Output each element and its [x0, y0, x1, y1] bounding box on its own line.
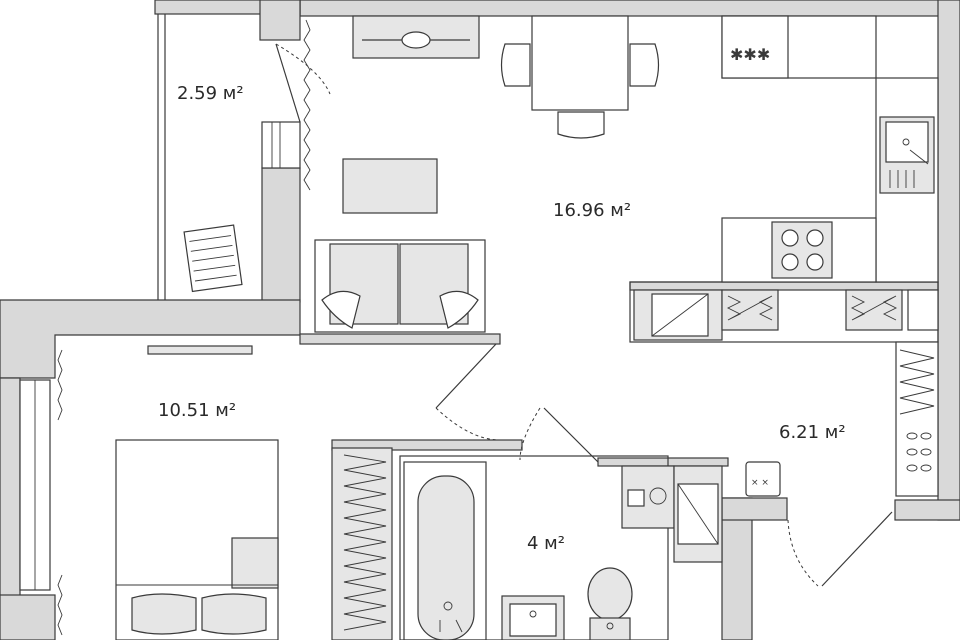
electrical-panel [745, 461, 781, 497]
bath-door-leaf [543, 407, 599, 463]
curtain-bedroom [57, 349, 63, 421]
area-label-bathroom: 4 м² [527, 533, 565, 554]
lounge-chair [183, 224, 243, 293]
sofa [314, 239, 486, 333]
bath-walls-inner [399, 455, 669, 640]
sink [879, 116, 935, 194]
dining-table [531, 15, 629, 111]
hall-shoe-rack [895, 341, 939, 497]
wall-corridor-right [721, 497, 788, 521]
balcony-door-frame [261, 121, 301, 169]
wall-left-block [0, 299, 301, 379]
bathtub [417, 475, 475, 640]
balcony: 2.59 м² [177, 19, 331, 293]
rug [342, 158, 438, 214]
curtain-bedroom-low [57, 574, 63, 636]
area-label-living-kitchen: 16.96 м² [553, 200, 631, 221]
area-label-balcony: 2.59 м² [177, 83, 244, 104]
bathroom: 4 м² [331, 407, 723, 640]
bath-walls-outer [403, 461, 487, 640]
bedroom-door-leaf [435, 343, 497, 409]
boiler-cabinet [673, 465, 723, 563]
hallway: × × 6.21 м² [745, 341, 939, 587]
bedroom-tv [147, 345, 253, 355]
washing-machine [621, 465, 675, 529]
shoes-icon [906, 432, 932, 472]
wall-bath-top [331, 439, 523, 451]
wall-living-bedroom [299, 333, 501, 345]
wall-right-lower [894, 499, 960, 521]
oven-hood [721, 15, 789, 79]
bed [115, 439, 279, 640]
dining-chair-bottom [557, 111, 605, 139]
living-kitchen: ✱✱✱ [314, 15, 939, 341]
burner-marks-icon: ✱✱✱ [730, 45, 770, 64]
wall-kitchen-bottom [629, 281, 939, 291]
wall-balcony-divider-top [259, 0, 301, 41]
dining-chair-left [500, 43, 531, 87]
bath-door-swing [519, 407, 541, 461]
cooktop [771, 221, 833, 279]
panel-dots-icon: × × [751, 478, 769, 488]
hall-wardrobe [633, 289, 939, 341]
entrance-door-leaf [821, 511, 893, 587]
wall-bedroom-left-low [0, 594, 56, 640]
wall-balcony-divider-mid [261, 167, 301, 303]
wall-bath-right [721, 497, 753, 640]
area-label-bedroom: 10.51 м² [158, 400, 236, 421]
bedroom: 10.51 м² [57, 343, 501, 640]
entrance-door-swing [787, 519, 819, 587]
wall-top [299, 0, 960, 17]
wall-right [937, 0, 960, 521]
wall-bath-top-right [597, 457, 729, 467]
curtain-balcony [303, 19, 311, 191]
balcony-door-leaf [275, 43, 301, 123]
wash-basin [501, 595, 565, 640]
balcony-door-swing [275, 43, 331, 95]
toilet [587, 567, 633, 640]
area-label-hallway: 6.21 м² [779, 422, 846, 443]
dining-chair-right [629, 43, 660, 87]
bedroom-door-swing [435, 407, 501, 441]
bath-wardrobe [331, 447, 393, 640]
